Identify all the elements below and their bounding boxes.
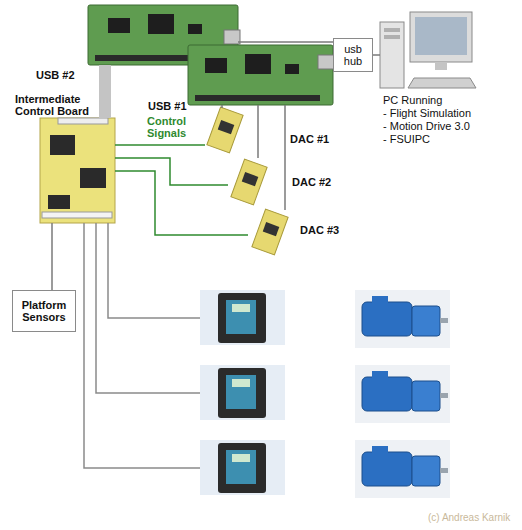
chip <box>48 195 70 209</box>
dac-board <box>207 107 243 153</box>
node-text: usb hub <box>338 43 368 67</box>
motor-body <box>362 302 412 336</box>
connector-line <box>373 54 380 56</box>
monitor <box>410 12 472 62</box>
connector-line <box>115 144 205 146</box>
connector-line <box>221 105 223 108</box>
dac-board: DAC #3 <box>248 210 293 255</box>
terminal-strip <box>42 212 112 218</box>
drive-slot <box>384 28 400 32</box>
shaft <box>440 318 448 323</box>
watermark: (c) Andreas Karnik <box>428 512 510 524</box>
motor-bg <box>355 365 450 423</box>
chip <box>205 58 227 73</box>
screen <box>415 17 467 55</box>
usb-board <box>188 45 333 105</box>
gearbox <box>412 306 440 336</box>
connector <box>58 118 108 124</box>
sensor-box: Platform Sensors <box>12 290 76 332</box>
usb-connector <box>318 55 334 69</box>
node-text: PC Running <box>383 94 442 107</box>
pc: PC Running- Flight Simulation- Motion Dr… <box>380 8 490 88</box>
usb-connector <box>224 30 240 44</box>
inverter-panel <box>226 450 256 484</box>
node-text: USB #2 <box>36 69 75 81</box>
pin-header <box>195 95 320 101</box>
motor-bg <box>355 440 450 498</box>
chip <box>80 168 106 188</box>
node-text: Intermediate Control Board <box>15 93 97 117</box>
dac-board: DAC #2 <box>228 158 270 205</box>
motor-body <box>362 452 412 486</box>
chip <box>218 120 235 134</box>
node-text: DAC #2 <box>292 176 331 188</box>
node-text: - Flight Simulation <box>383 107 471 120</box>
connector-line <box>257 105 259 158</box>
shaft <box>440 393 448 398</box>
motor-body <box>362 377 412 411</box>
gearbox <box>412 381 440 411</box>
motor-bg <box>355 290 450 348</box>
node-text: Platform Sensors <box>15 299 73 323</box>
chip <box>242 172 259 186</box>
connector-line <box>284 105 286 210</box>
chip <box>245 54 271 74</box>
chip <box>108 18 130 33</box>
usb-hub-box: usb hub <box>333 38 373 72</box>
drive-slot <box>384 35 400 39</box>
pc-tower <box>380 22 404 88</box>
inverter-panel <box>226 375 256 409</box>
ribbon-cable <box>99 65 111 118</box>
node-text: DAC #1 <box>290 133 329 145</box>
control-board: Intermediate Control Board <box>40 118 115 223</box>
terminal-box <box>372 296 388 304</box>
inverter-display <box>232 304 250 312</box>
dac-board: DAC #1 <box>205 108 245 153</box>
inverter-panel <box>226 300 256 334</box>
node-text: DAC #3 <box>300 224 339 236</box>
dac-pcb <box>207 107 243 153</box>
node-text: USB #1 <box>148 100 187 112</box>
connector-line <box>115 171 248 235</box>
chip <box>188 24 202 34</box>
inverter-display <box>232 454 250 462</box>
chip <box>263 222 280 236</box>
wire <box>84 223 218 468</box>
connector-line <box>238 41 333 43</box>
chip <box>50 135 75 155</box>
shaft <box>440 468 448 473</box>
dac-pcb <box>231 159 267 205</box>
node-text: - FSUIPC <box>383 133 430 146</box>
inverter-bg <box>200 290 285 345</box>
control-board <box>40 118 115 223</box>
connector-line <box>51 223 53 290</box>
gearbox <box>412 456 440 486</box>
dac-board <box>231 159 267 205</box>
inverter <box>218 443 266 493</box>
wire <box>96 223 218 393</box>
inverter-display <box>232 379 250 387</box>
terminal-box <box>372 446 388 454</box>
inverter-bg <box>200 440 285 495</box>
inverter <box>218 368 266 418</box>
node-text: - Motion Drive 3.0 <box>383 120 470 133</box>
inverter-bg <box>200 365 285 420</box>
usb-board: USB #2 <box>88 5 238 65</box>
keyboard <box>408 78 476 88</box>
usb-board: USB #1 <box>188 45 333 105</box>
dac-board <box>252 209 288 255</box>
signal-label: Control Signals <box>147 115 205 139</box>
chip <box>285 64 299 74</box>
dac-pcb <box>252 209 288 255</box>
monitor-stand <box>435 62 447 70</box>
inverter <box>218 293 266 343</box>
terminal-box <box>372 371 388 379</box>
chip <box>148 14 174 34</box>
